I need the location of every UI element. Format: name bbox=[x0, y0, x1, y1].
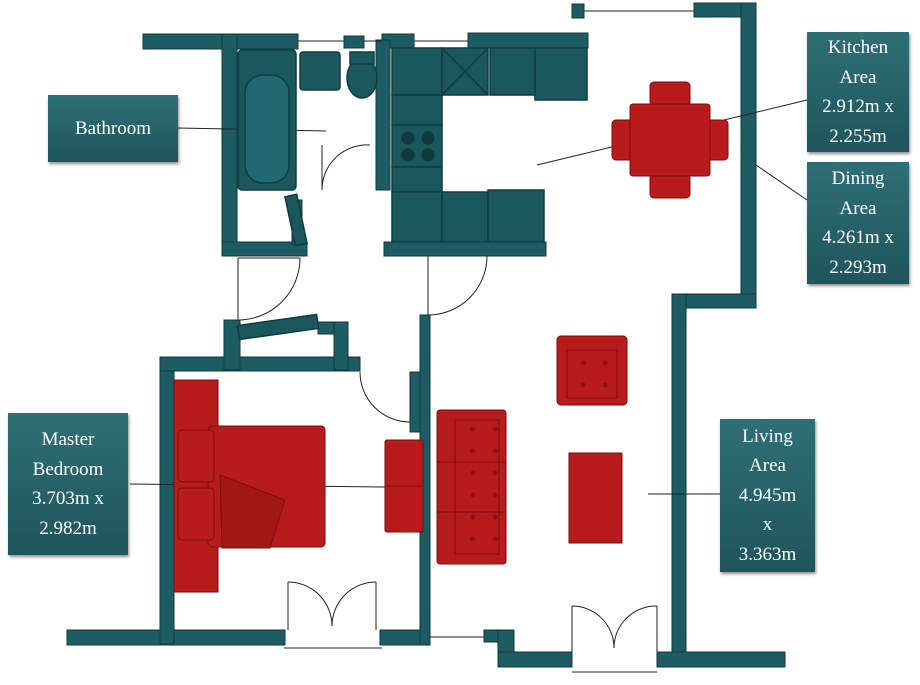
bedroom-label-line: Master bbox=[41, 429, 95, 450]
label-kitchen: Kitchen Area 2.912m x 2.255m bbox=[807, 32, 909, 152]
dining-chair bbox=[649, 173, 691, 199]
dining-label-line: Dining bbox=[831, 168, 885, 189]
bathroom-label-line: Bathroom bbox=[75, 117, 151, 139]
living-label-line: 3.363m bbox=[738, 543, 797, 565]
kitchen-label-line: Area bbox=[839, 66, 877, 88]
kitchen-sink bbox=[489, 47, 536, 96]
kitchen-label-line: 2.255m bbox=[829, 125, 887, 147]
dining-label-line: 4.261m x bbox=[822, 227, 894, 248]
furniture bbox=[173, 81, 729, 593]
bath-sink bbox=[299, 51, 341, 91]
coffee-table bbox=[568, 452, 623, 544]
living-label-line: 4.945m bbox=[738, 484, 797, 506]
pillow bbox=[177, 487, 215, 541]
door-lines bbox=[129, 10, 808, 673]
dining-label-line: Area bbox=[839, 197, 877, 219]
dining-label-line: 2.293m bbox=[829, 256, 887, 278]
living-label-line: Living bbox=[742, 425, 793, 447]
label-living: Living Area 4.945m x 3.363m bbox=[720, 419, 815, 572]
living-label-line: Area bbox=[749, 455, 786, 477]
kitchen-label-line: Kitchen bbox=[827, 37, 889, 58]
bedroom-label-line: 2.982m bbox=[39, 517, 97, 539]
hob bbox=[391, 124, 443, 168]
living-label-line: x bbox=[762, 514, 773, 536]
label-dining: Dining Area 4.261m x 2.293m bbox=[807, 162, 909, 284]
dining-table bbox=[629, 103, 711, 177]
fixtures bbox=[236, 47, 588, 341]
label-bathroom: Bathroom bbox=[48, 95, 178, 162]
pillow bbox=[177, 429, 215, 483]
bedroom-label-line: 3.703m x bbox=[32, 488, 104, 509]
dining-chair bbox=[649, 81, 691, 107]
label-bedroom: Master Bedroom 3.703m x 2.982m bbox=[8, 413, 128, 555]
kitchen-label-line: 2.912m x bbox=[822, 96, 894, 117]
bedroom-label-line: Bedroom bbox=[32, 458, 104, 480]
